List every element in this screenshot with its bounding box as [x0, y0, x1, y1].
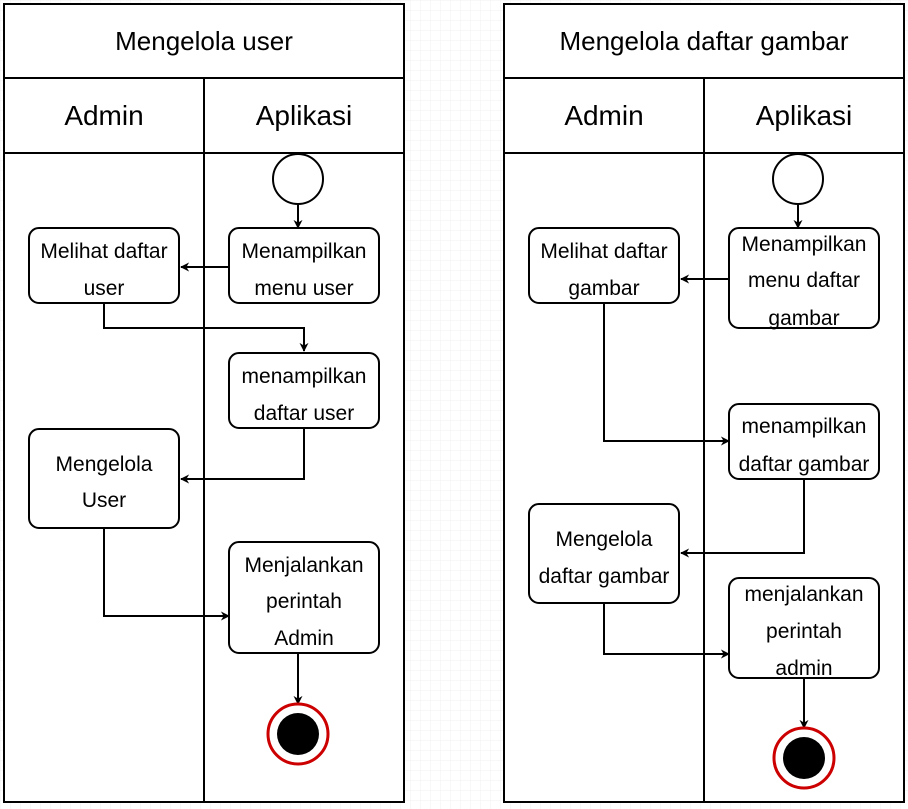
end-node — [266, 702, 330, 766]
lane-label-admin: Admin — [564, 100, 643, 131]
edge-melihat-to-daftar — [103, 303, 309, 352]
edge-mengelola-to-menjalankan — [603, 603, 730, 659]
diagram-title: Mengelola user — [115, 26, 293, 56]
diagram-mengelola-user: Mengelola user Admin Aplikasi Melihat da… — [3, 3, 405, 803]
edge-melihat-to-daftar — [603, 303, 730, 446]
start-node — [272, 153, 324, 205]
edge-daftar-to-mengelola — [180, 428, 305, 484]
diagram-mengelola-daftar-gambar: Mengelola daftar gambar Admin Aplikasi M… — [503, 3, 905, 803]
end-node — [772, 726, 836, 790]
lane-label-aplikasi: Aplikasi — [256, 100, 352, 131]
diagram-title: Mengelola daftar gambar — [559, 26, 848, 56]
lane-label-aplikasi: Aplikasi — [756, 100, 852, 131]
lane-label-admin: Admin — [64, 100, 143, 131]
start-node — [772, 153, 824, 205]
edge-mengelola-to-menjalankan — [103, 528, 230, 621]
edge-daftar-to-mengelola — [680, 479, 805, 558]
